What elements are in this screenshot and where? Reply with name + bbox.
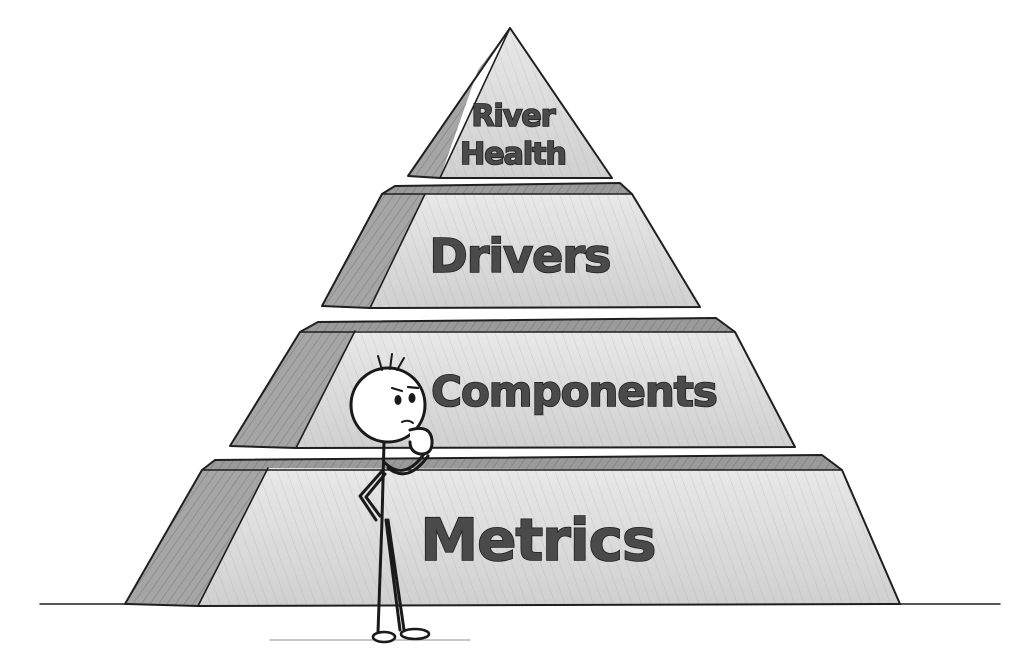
tier-drivers (321, 182, 701, 309)
tier-river-health (407, 27, 613, 179)
tier-label-river-health-line2: Health (460, 137, 566, 172)
tier-label-drivers: Drivers (430, 229, 611, 283)
ground-line (39, 603, 1001, 641)
tier-label-river-health-line1: River (471, 99, 555, 134)
tier-label-components: Components (431, 367, 717, 416)
tier-label-metrics: Metrics (420, 506, 655, 574)
tier-metrics (124, 454, 901, 607)
thinking-stick-figure-icon (349, 353, 434, 644)
